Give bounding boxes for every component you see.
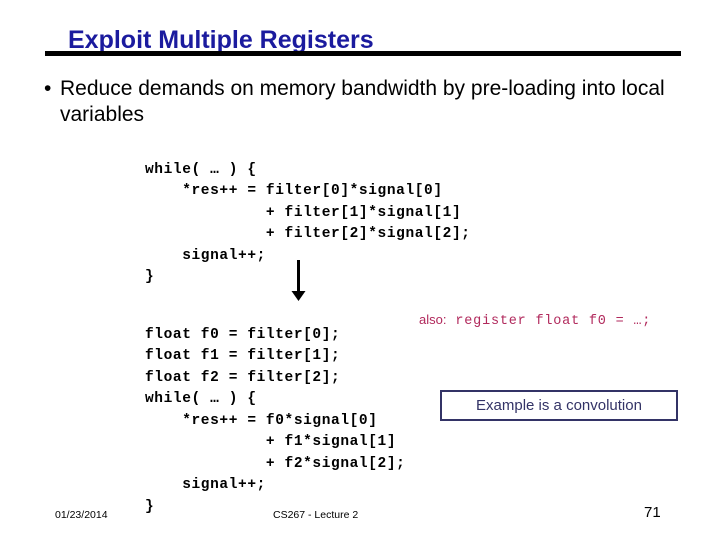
bullet-item-label: Reduce demands on memory bandwidth by pr…	[60, 77, 665, 126]
page-title: Exploit Multiple Registers	[68, 26, 374, 54]
also-code-snippet: register float f0 = …;	[446, 314, 652, 329]
code-block-after: float f0 = filter[0]; float f1 = filter[…	[145, 326, 406, 515]
also-label: also:	[419, 312, 447, 327]
footer-page-number: 71	[644, 504, 661, 521]
down-arrow-icon	[291, 260, 306, 301]
code-block-before: while( … ) { *res++ = filter[0]*signal[0…	[145, 161, 471, 286]
callout-box: Example is a convolution	[440, 390, 678, 421]
footer-date: 01/23/2014	[55, 509, 108, 521]
also-annotation: also: register float f0 = …;	[419, 311, 651, 329]
title-underline-rule	[45, 51, 681, 56]
list-item: • Reduce demands on memory bandwidth by …	[44, 76, 684, 128]
bullet-list: • Reduce demands on memory bandwidth by …	[44, 76, 684, 128]
footer-course-label: CS267 - Lecture 2	[273, 509, 359, 521]
callout-label: Example is a convolution	[476, 397, 642, 414]
bullet-marker-icon: •	[44, 77, 52, 100]
